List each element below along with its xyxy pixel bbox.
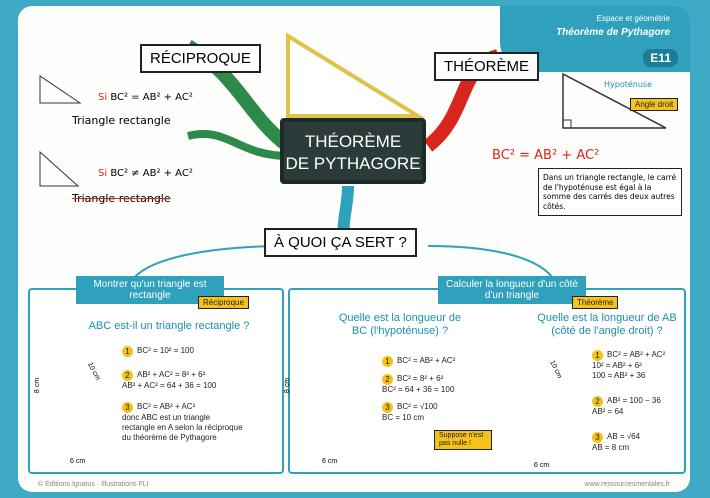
theoreme-note: Dans un triangle rectangle, le carré de … xyxy=(538,168,682,216)
reciproque-label: RÉCIPROQUE xyxy=(140,44,261,73)
right-angle-tag: Angle droit xyxy=(630,98,679,111)
sheet-code: E11 xyxy=(643,49,678,67)
right-panel-question-1: Quelle est la longueur de BC (l'hypoténu… xyxy=(338,312,462,337)
hypotenuse-label: Hypoténuse xyxy=(604,80,653,89)
usage-label: À QUOI ÇA SERT ? xyxy=(264,228,417,257)
left-side-ab: 8 cm xyxy=(34,377,42,394)
right1-side-ab: 8 cm xyxy=(284,377,292,394)
reciproque-case1-condition: Si BC² = AB² + AC² xyxy=(98,92,193,103)
sheet-title: Théorème de Pythagore xyxy=(556,27,670,38)
reciproque-case2-result: Triangle rectangle xyxy=(72,192,171,205)
central-title-line2: DE PYTHAGORE xyxy=(285,154,421,173)
right-panel-tag: Théorème xyxy=(572,296,619,309)
left-panel-question: ABC est-il un triangle rectangle ? xyxy=(88,320,250,332)
footer-credit: © Éditions Ignatus · Illustrations FLI xyxy=(38,481,149,488)
footer-website: www.ressourcesmentales.fr xyxy=(584,481,670,488)
right-panel-title: Calculer la longueur d'un côté d'un tria… xyxy=(438,276,586,304)
central-title: THÉORÈME DE PYTHAGORE xyxy=(280,118,426,184)
central-title-line1: THÉORÈME xyxy=(304,132,402,151)
theoreme-label: THÉORÈME xyxy=(434,52,540,81)
right-panel-note: Suppose n'est pas nulle ! xyxy=(434,430,492,450)
left-panel xyxy=(28,288,284,474)
right1-side-ac: 6 cm xyxy=(322,458,338,465)
reciproque-case1-result: Triangle rectangle xyxy=(72,114,171,127)
subject-label: Espace et géométrie xyxy=(596,14,670,23)
left-panel-tag: Réciproque xyxy=(198,296,249,309)
left-side-ac: 6 cm xyxy=(70,458,86,465)
right-panel-question-2: Quelle est la longueur de AB (côté de l'… xyxy=(537,312,677,337)
reciproque-case2-condition: Si BC² ≠ AB² + AC² xyxy=(98,168,193,179)
mindmap-card: Espace et géométrie Théorème de Pythagor… xyxy=(18,6,690,492)
theoreme-formula: BC² = AB² + AC² xyxy=(492,148,600,163)
right2-side-ac: 6 cm xyxy=(534,462,550,469)
